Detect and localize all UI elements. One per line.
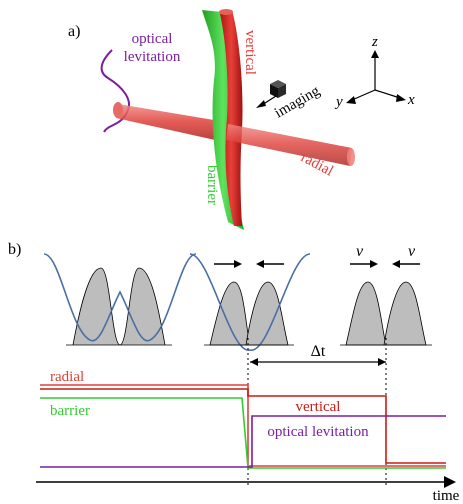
axes-icon bbox=[346, 50, 406, 104]
radial-beam-front-end bbox=[347, 148, 355, 166]
levitation-trace bbox=[40, 415, 446, 468]
panel-a-label: a) bbox=[68, 23, 80, 40]
stage-3-free-flight bbox=[340, 260, 432, 346]
barrier-trace bbox=[40, 397, 446, 469]
panel-b-label: b) bbox=[8, 241, 21, 258]
radial-trace bbox=[40, 384, 446, 467]
radial-beam-front bbox=[226, 124, 352, 166]
axis-z-label: z bbox=[371, 34, 378, 50]
radial-trace-label: radial bbox=[50, 369, 84, 385]
radial-beam-end bbox=[113, 102, 123, 118]
barrier-label: barrier bbox=[204, 165, 220, 205]
vertical-label: vertical bbox=[242, 30, 258, 75]
stage-2-merge bbox=[189, 253, 311, 351]
velocity-left-label: v bbox=[356, 243, 364, 260]
radial-beam-back bbox=[116, 104, 226, 142]
barrier-trace-label: barrier bbox=[50, 403, 90, 419]
time-axis-arrowhead bbox=[444, 476, 456, 488]
axis-y-label: y bbox=[334, 94, 343, 110]
velocity-right-label: v bbox=[408, 243, 416, 260]
levitation-trace-label: optical levitation bbox=[267, 424, 369, 440]
levitation-profile bbox=[100, 49, 130, 133]
vertical-trace-label: vertical bbox=[296, 399, 341, 415]
axis-x-label: x bbox=[407, 92, 415, 108]
optical-levitation-line2: levitation bbox=[124, 49, 181, 65]
imaging-arrowhead bbox=[256, 100, 266, 108]
optical-levitation-line1: optical bbox=[132, 31, 173, 47]
stage-1-double-well bbox=[43, 253, 197, 346]
vertical-trace bbox=[40, 388, 446, 464]
vertical-beam-top bbox=[219, 9, 233, 15]
camera-icon bbox=[270, 80, 286, 98]
vertical-beam bbox=[220, 10, 243, 226]
time-axis-label: time bbox=[433, 488, 460, 504]
delta-t-arrow-left bbox=[250, 358, 258, 366]
delta-t-arrow-right bbox=[378, 358, 386, 366]
delta-t-label: Δt bbox=[311, 343, 326, 360]
